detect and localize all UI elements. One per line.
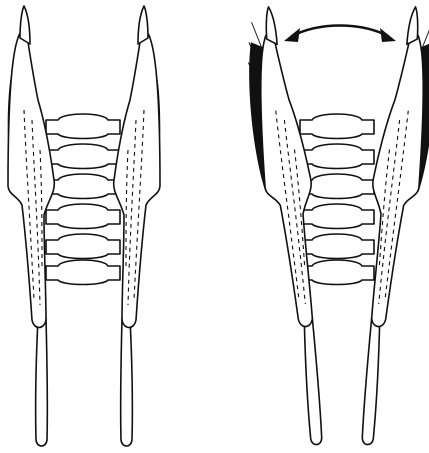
left-connector-links [46, 114, 120, 285]
left-outer-blade [8, 6, 55, 446]
right-inner-blade [355, 5, 429, 448]
double-headed-arrow [284, 26, 396, 43]
left-panel [8, 6, 161, 446]
left-inner-blade [114, 6, 161, 446]
right-connector-links [300, 114, 374, 285]
right-panel [244, 5, 429, 448]
